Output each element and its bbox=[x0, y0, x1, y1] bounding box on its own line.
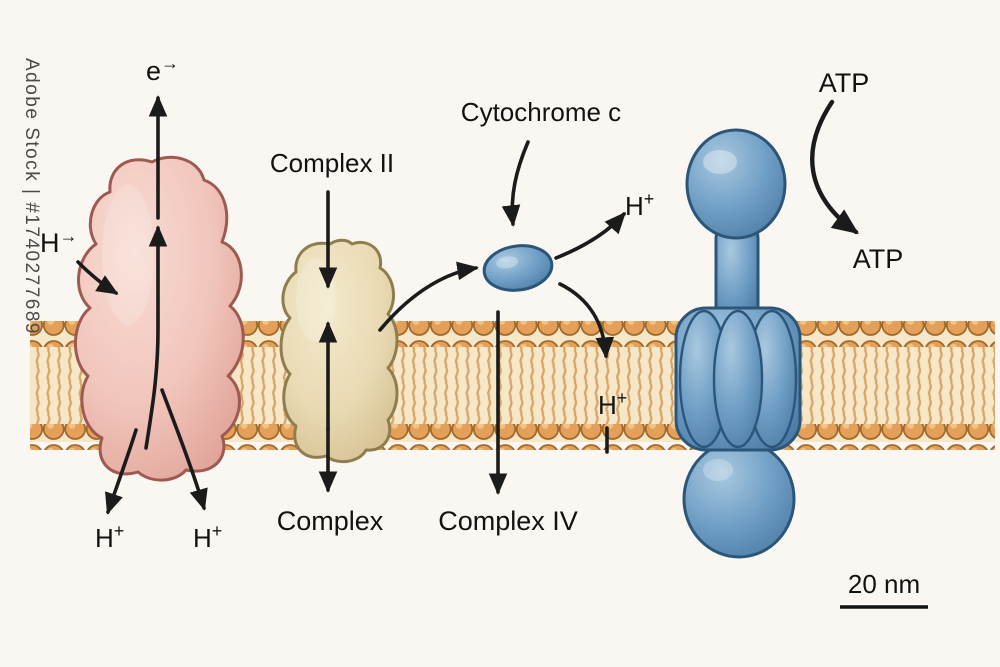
complex-ii-body bbox=[279, 238, 399, 464]
electron-arrow-lower bbox=[144, 225, 168, 450]
proton-in-arrow bbox=[76, 260, 119, 295]
atp-top-label: ATP bbox=[819, 68, 870, 98]
complex-ii-to-cytc-arrow bbox=[378, 261, 479, 332]
scale-bar: 20 nm bbox=[840, 569, 928, 609]
electron-label: e→ bbox=[146, 53, 179, 86]
labels: e→ H→ Complex II Cytochrome c H+ ATP ATP… bbox=[40, 53, 903, 553]
atp-synthase bbox=[674, 128, 802, 559]
complex-ii-highlight bbox=[296, 258, 336, 342]
proton-bottom-right-label: H+ bbox=[193, 521, 222, 553]
complex-ii-label: Complex II bbox=[270, 148, 394, 178]
cytochrome-c-highlight bbox=[496, 256, 519, 269]
scale-bar-label: 20 nm bbox=[848, 569, 920, 599]
atp-synthase-base bbox=[682, 439, 796, 559]
proton-bottom-left-label: H+ bbox=[95, 521, 124, 553]
proton-mid-label: H+ bbox=[598, 388, 627, 420]
atp-synthase-base-highlight bbox=[703, 459, 733, 481]
cytochrome-c-label: Cytochrome c bbox=[461, 97, 621, 127]
atp-synthase-head-highlight bbox=[703, 150, 737, 174]
proton-in-label: H→ bbox=[40, 226, 78, 258]
atp-synthase-lobe-center bbox=[712, 309, 764, 449]
atp-synthase-head bbox=[685, 128, 787, 240]
cytochrome-c-shape bbox=[482, 244, 554, 292]
proton-bottom-right-arrow bbox=[160, 388, 208, 511]
complex-ii-shape bbox=[279, 238, 399, 464]
proton-out-label: H+ bbox=[625, 189, 654, 221]
cytc-to-proton-out-arrow bbox=[554, 211, 626, 260]
cytc-to-proton-mid-arrow bbox=[558, 282, 615, 359]
arrows bbox=[76, 95, 859, 515]
complex-iv-label: Complex IV bbox=[438, 506, 578, 536]
watermark-text: Adobe Stock | #1740277689 bbox=[21, 58, 42, 335]
cytochrome-c-body bbox=[482, 244, 554, 292]
atp-result-label: ATP bbox=[853, 244, 904, 274]
complex-bottom-label: Complex bbox=[277, 506, 384, 536]
proton-bottom-left-arrow bbox=[105, 428, 138, 515]
cytochrome-label-arrow bbox=[501, 140, 530, 227]
atp-release-arrow bbox=[810, 99, 859, 235]
complex-i-highlight bbox=[102, 185, 154, 325]
